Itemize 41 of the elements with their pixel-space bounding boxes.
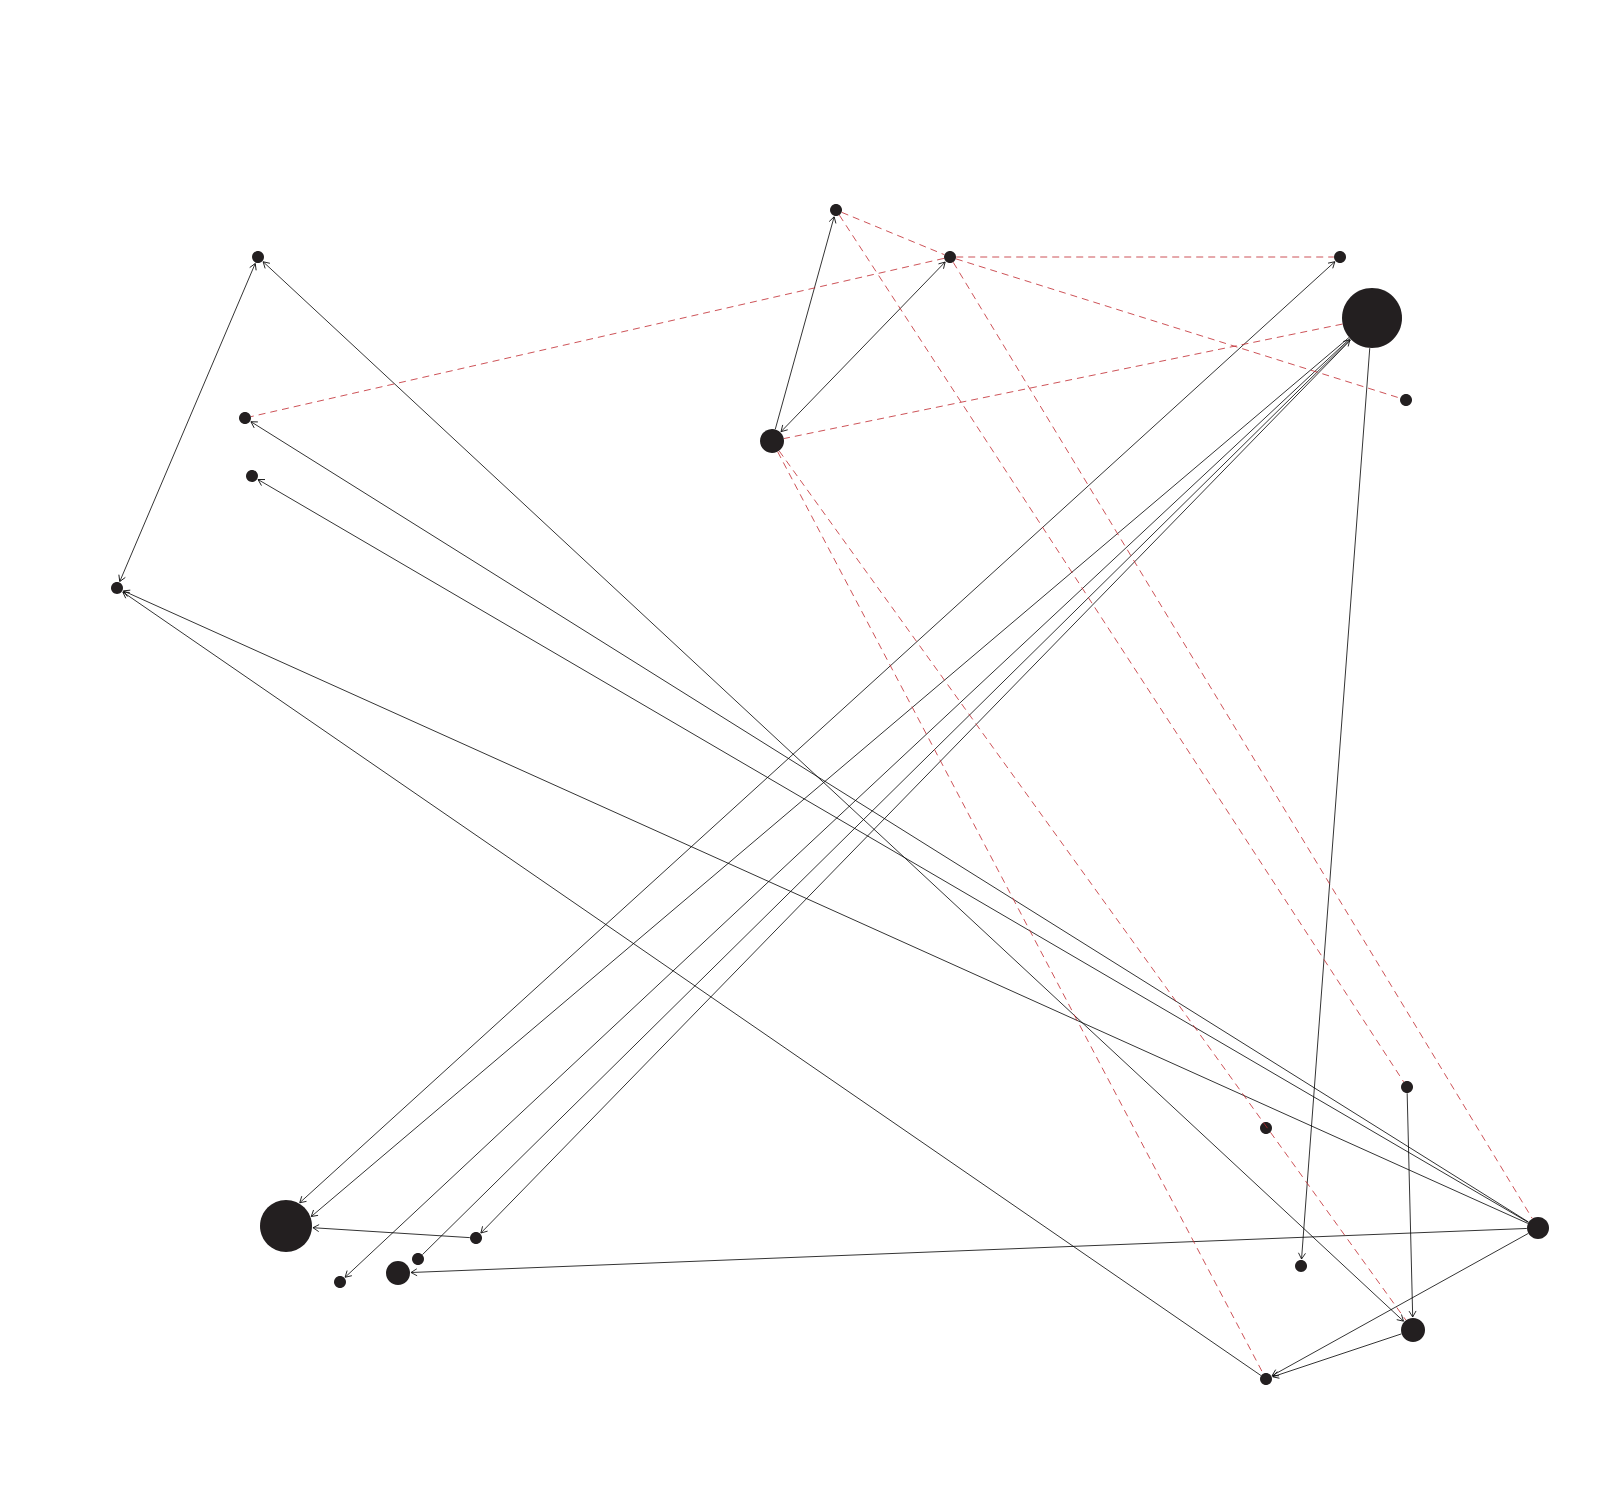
dashed-link <box>250 258 945 418</box>
dashed-link <box>952 261 1533 1219</box>
dashed-link <box>841 211 945 256</box>
arrow <box>122 591 1262 1376</box>
arrow <box>118 263 257 582</box>
arrow <box>410 1228 1528 1277</box>
dashed-link <box>955 256 1335 258</box>
network-node <box>1401 1081 1413 1093</box>
arrow <box>312 1224 471 1239</box>
network-node <box>1401 1318 1425 1342</box>
arrow <box>780 261 946 433</box>
arrow <box>122 589 1529 1224</box>
arrow <box>774 216 837 430</box>
dashed-link <box>783 323 1343 439</box>
network-node <box>1400 394 1412 406</box>
network-node <box>760 429 784 453</box>
network-node <box>1334 251 1346 263</box>
network-node <box>252 251 264 263</box>
network-node <box>412 1253 424 1265</box>
arrow <box>262 261 1404 1322</box>
network-node <box>944 251 956 263</box>
network-node <box>246 470 258 482</box>
network-node <box>239 412 251 424</box>
arrow <box>1271 1233 1529 1377</box>
dashed-link <box>778 450 1407 1321</box>
network-node <box>386 1261 410 1285</box>
network-node <box>260 1200 312 1252</box>
network-node <box>334 1276 346 1288</box>
network-node <box>470 1232 482 1244</box>
network-node <box>1260 1122 1272 1134</box>
network-node <box>111 582 123 594</box>
network-node <box>1260 1373 1272 1385</box>
network-node <box>830 204 842 216</box>
arrow <box>1298 347 1371 1260</box>
arrow <box>1406 1092 1417 1318</box>
dashed-link <box>839 214 1405 1083</box>
network-node <box>1295 1260 1307 1272</box>
network-node <box>1527 1217 1549 1239</box>
dashed-link <box>777 451 1264 1374</box>
network-node <box>1342 288 1402 348</box>
arrow <box>1272 1333 1402 1379</box>
